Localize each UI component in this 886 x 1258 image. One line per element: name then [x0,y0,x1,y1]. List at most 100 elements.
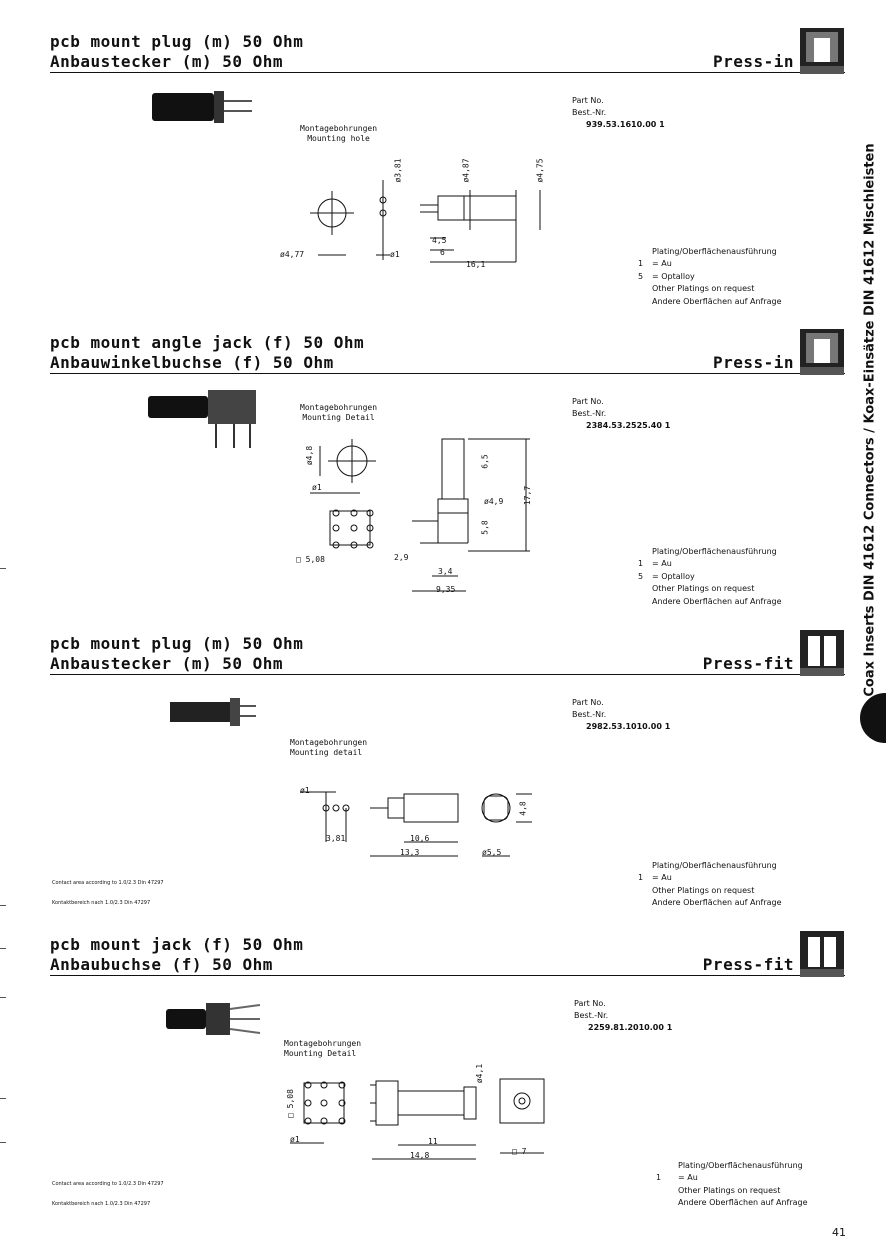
other-platings-en: Other Platings on request [652,284,755,294]
plating-key: 5 [638,571,644,581]
dim-label: 14,8 [410,1151,430,1160]
product-section-4: pcb mount jack (f) 50 Ohm Anbaubuchse (f… [0,903,886,1207]
mounting-label-de: Montagebohrungen [300,124,378,133]
part-info: Part No. Best.-Nr. 2259.81.2010.00 1 [574,998,672,1034]
dim-label: 3,81 [326,834,346,843]
product-type: Press-fit [702,955,794,974]
press-fit-logo [800,931,844,977]
best-nr-label: Best.-Nr. [572,108,607,117]
product-type: Press-in [712,353,794,372]
part-no-label: Part No. [574,999,606,1008]
dim-label: 6 [440,248,445,257]
mounting-label: Montagebohrungen Mounting detail [290,738,367,758]
product-title-en: pcb mount angle jack (f) 50 Ohm [50,333,365,352]
product-title-en: pcb mount jack (f) 50 Ohm [50,935,304,954]
plating-value: = Au [652,559,672,569]
plating-value: = Au [652,873,672,883]
plating-title: Plating/Oberflächenausführung [652,547,777,556]
dim-label: 11 [428,1137,438,1146]
plating-value: = Optalloy [652,271,695,281]
product-type: Press-fit [702,654,794,673]
plating-key: 1 [638,559,644,569]
product-section-2: pcb mount angle jack (f) 50 Ohm Anbauwin… [0,301,886,606]
technical-drawing [310,438,530,592]
plating-key: 1 [638,873,644,883]
part-info: Part No. Best.-Nr. 939.53.1610.00 1 [572,95,665,131]
product-title-de: Anbaustecker (m) 50 Ohm [50,654,284,673]
dim-label: 2,9 [394,553,409,562]
title-rule [50,674,845,675]
plating-key: 5 [638,271,644,281]
dim-label: ø4,75 [535,158,545,183]
part-no-label: Part No. [572,96,604,105]
mounting-label: Montagebohrungen Mounting Detail [284,1039,361,1059]
plating-title: Plating/Oberflächenausführung [678,1161,803,1170]
dim-label: ø3,81 [393,158,403,183]
best-nr-label: Best.-Nr. [574,1011,609,1020]
technical-drawing [310,180,541,263]
contact-area-de: Kontaktbereich nach 1.0/2.3 Din 47297 [52,1201,151,1207]
press-in-logo [800,28,844,74]
title-rule [50,72,845,73]
plating-block: Plating/Oberflächenausführung 1 = Au 5 = O… [638,546,782,608]
connector-photo [148,390,256,448]
dim-label: ø5,5 [482,848,502,857]
other-platings-de: Andere Oberflächen auf Anfrage [652,296,782,306]
part-number: 2982.53.1010.00 1 [586,722,671,731]
dim-label: 5,8 [480,520,490,535]
dim-label: ø4,1 [475,1063,485,1084]
dim-label: 17,7 [523,485,533,506]
margin-tick [0,905,6,906]
dim-label: 9,35 [436,585,456,594]
press-in-logo [800,329,844,375]
mounting-label-en: Mounting hole [307,134,370,143]
dim-label: ø1 [312,483,322,492]
product-title-de: Anbauwinkelbuchse (f) 50 Ohm [50,353,334,372]
title-rule [50,975,845,976]
technical-drawing [300,791,532,857]
plating-title: Plating/Oberflächenausführung [652,861,777,870]
margin-tick [0,568,6,569]
dim-label: ø1 [300,786,310,795]
dim-label: 4,5 [432,236,447,245]
plating-value: = Optalloy [652,571,695,581]
margin-tick [0,948,6,949]
mounting-label-en: Mounting detail [290,748,363,757]
contact-area-en: Contact area according to 1.0/2.3 Din 47… [52,880,164,886]
dim-label: ø4,9 [484,497,504,506]
product-title-de: Anbaubuchse (f) 50 Ohm [50,955,273,974]
margin-tick [0,1142,6,1143]
part-number: 2259.81.2010.00 1 [588,1023,673,1032]
part-info: Part No. Best.-Nr. 2982.53.1010.00 1 [572,697,670,733]
contact-area-en: Contact area according to 1.0/2.3 Din 47… [52,1181,164,1187]
other-platings-en: Other Platings on request [678,1185,781,1195]
connector-photo [170,698,256,726]
dim-label: ø4,77 [280,250,305,259]
mounting-label: Montagebohrungen Mounting Detail [300,403,377,423]
part-info: Part No. Best.-Nr. 2384.53.2525.40 1 [572,396,670,432]
plating-block: Plating/Oberflächenausführung 1= Au 5= O… [638,246,782,308]
connector-photo [166,1003,261,1035]
margin-tick [0,1098,6,1099]
dim-label: 4,8 [518,801,528,816]
mounting-label-en: Mounting Detail [302,413,375,422]
plating-value: = Au [652,259,672,269]
dim-label: ø4,87 [461,158,471,183]
mounting-label-de: Montagebohrungen [300,403,378,412]
mounting-label-de: Montagebohrungen [284,1039,362,1048]
product-title-en: pcb mount plug (m) 50 Ohm [50,32,304,51]
part-no-label: Part No. [572,698,604,707]
mounting-label: Montagebohrungen Mounting hole [300,124,377,144]
dim-label: 13,3 [400,848,420,857]
plating-block: Plating/Oberflächenausführung 1= Au Othe… [656,1160,808,1210]
other-platings-de: Andere Oberflächen auf Anfrage [652,596,782,606]
mounting-label-de: Montagebohrungen [290,738,368,747]
dim-label: □ 5,08 [296,555,325,564]
product-type: Press-in [712,52,794,71]
dim-label: 6,5 [480,454,490,469]
title-rule [50,373,845,374]
dim-label: 10,6 [410,834,430,843]
mounting-label-en: Mounting Detail [284,1049,357,1058]
dim-label: 16,1 [466,260,486,269]
part-number: 939.53.1610.00 1 [586,120,665,129]
